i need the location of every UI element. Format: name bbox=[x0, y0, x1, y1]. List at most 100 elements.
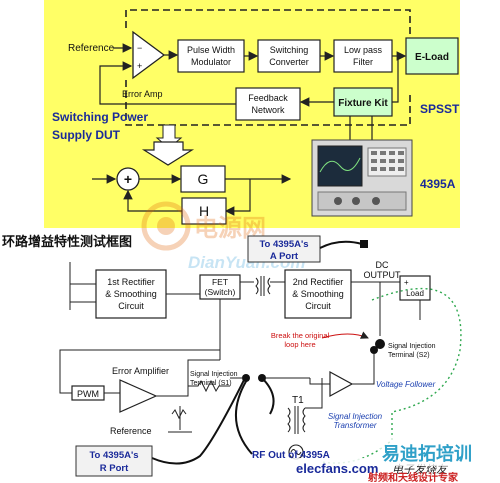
eload-label: E-Load bbox=[415, 52, 449, 63]
load-label: Load bbox=[406, 289, 424, 298]
switching-line1: Switching bbox=[270, 45, 309, 55]
rect1-line3: Circuit bbox=[118, 301, 144, 311]
reference-label-bottom: Reference bbox=[110, 426, 152, 436]
a-port-cable bbox=[319, 240, 363, 249]
pwm-block bbox=[177, 39, 245, 73]
cable-r-port bbox=[151, 379, 245, 465]
rect1-block bbox=[95, 269, 167, 319]
voltage-follower-label: Voltage Follower bbox=[376, 380, 436, 389]
feedback-to-amp bbox=[99, 61, 236, 105]
dc-label: DC bbox=[376, 260, 389, 270]
a-port-line2: A Port bbox=[270, 251, 299, 262]
transformer-line1: Signal Injection bbox=[328, 412, 383, 421]
fet-block bbox=[199, 274, 241, 300]
pwm-label: PWM bbox=[77, 389, 99, 399]
amp-plus: + bbox=[137, 61, 142, 71]
lowpass-line1: Low pass bbox=[344, 45, 383, 55]
pwm-line2: Modulator bbox=[191, 57, 231, 67]
rect2-line1: 2nd Rectifier bbox=[293, 277, 344, 287]
break-note-line2: loop here bbox=[284, 340, 315, 349]
fet-gate-to-amp bbox=[187, 359, 220, 378]
eload-block bbox=[405, 37, 459, 75]
amp-minus: − bbox=[137, 43, 142, 53]
rect2-block bbox=[284, 269, 352, 319]
lowpass-line2: Filter bbox=[353, 57, 373, 67]
rect1-line2: & Smoothing bbox=[105, 289, 157, 299]
reference-label: Reference bbox=[68, 43, 115, 54]
rect2-line2: & Smoothing bbox=[292, 289, 344, 299]
error-amp-label-bottom: Error Amplifier bbox=[112, 366, 169, 376]
fet-line2: (Switch) bbox=[205, 287, 236, 297]
cable-s1-right bbox=[261, 377, 275, 415]
lowpass-filter-block bbox=[333, 39, 393, 73]
feedback-network-block bbox=[235, 87, 301, 121]
h-label: H bbox=[199, 203, 209, 219]
break-note-line1: Break the original bbox=[271, 331, 330, 340]
error-amp-triangle-bottom bbox=[119, 379, 158, 413]
spsst-label: SPSST bbox=[420, 102, 460, 116]
dut-label-line1: Switching Power bbox=[52, 110, 148, 124]
s2-to-follower bbox=[352, 354, 375, 385]
rf-out-label: RF Out of 4395A bbox=[252, 450, 330, 461]
amp-output bbox=[156, 378, 189, 397]
sine-icon bbox=[290, 449, 302, 455]
output-label: OUTPUT bbox=[364, 270, 402, 280]
network-analyzer-4395a bbox=[311, 139, 413, 217]
pwm-line1: Pulse Width bbox=[187, 45, 235, 55]
green-loop-path bbox=[321, 287, 462, 464]
logo-big-text: 易迪拓培训 bbox=[382, 443, 472, 465]
injection-terminal-s2 bbox=[370, 339, 385, 354]
r-port-line2: R Port bbox=[100, 463, 129, 474]
s2-line1: Signal Injection bbox=[388, 343, 436, 350]
fixture-kit-label: Fixture Kit bbox=[338, 98, 388, 109]
g-label: G bbox=[198, 171, 209, 187]
follower-output bbox=[309, 378, 330, 385]
error-amp-label: Error Amp bbox=[122, 89, 163, 99]
down-arrow-main bbox=[141, 141, 195, 166]
rect1-line1: 1st Rectifier bbox=[107, 277, 155, 287]
feedback-line2: Network bbox=[251, 105, 285, 115]
injection-transformer-icon bbox=[287, 406, 306, 434]
break-note-arrow bbox=[321, 331, 369, 339]
r-port-line1: To 4395A's bbox=[89, 450, 138, 461]
switching-line2: Converter bbox=[269, 57, 309, 67]
h-to-sum bbox=[123, 189, 182, 212]
fet-line1: FET bbox=[212, 277, 228, 287]
logo-elecfans-text: elecfans.com bbox=[296, 461, 378, 476]
analyzer-label: 4395A bbox=[420, 177, 456, 191]
dut-label-line2: Supply DUT bbox=[52, 128, 121, 142]
output-to-fixture bbox=[392, 56, 399, 103]
error-amp-triangle bbox=[132, 30, 166, 80]
pwm-loop-line bbox=[59, 349, 220, 394]
a-port-line1: To 4395A's bbox=[259, 239, 308, 250]
rect2-line3: Circuit bbox=[305, 301, 331, 311]
load-block bbox=[399, 275, 431, 301]
s2-line2: Terminal (S2) bbox=[388, 352, 430, 359]
feedback-line1: Feedback bbox=[248, 93, 288, 103]
summing-plus: + bbox=[124, 171, 132, 187]
t1-label: T1 bbox=[292, 395, 304, 406]
resistor-icon bbox=[188, 379, 230, 393]
a-port-box bbox=[247, 235, 321, 263]
power-transformer-icon bbox=[255, 276, 271, 296]
r-port-box bbox=[75, 445, 153, 477]
dut-boundary-bottom bbox=[125, 80, 411, 126]
output-to-h bbox=[224, 179, 251, 216]
transformer-to-s1 bbox=[305, 378, 323, 409]
load-plus: + bbox=[404, 278, 409, 287]
s1-line1: Signal Injection bbox=[190, 371, 238, 378]
pot-icon bbox=[171, 409, 187, 420]
g-block bbox=[180, 165, 226, 193]
voltage-follower-triangle bbox=[329, 370, 354, 398]
cable-s1-to-rf bbox=[235, 377, 253, 455]
transformer-line2: Transformer bbox=[334, 421, 377, 430]
elecfans-logo: elecfans.com 电子发烧友 bbox=[292, 458, 449, 478]
switching-converter-block bbox=[257, 39, 321, 73]
chinese-title: 环路增益特性测试框图 bbox=[2, 234, 132, 249]
logo-red-text: 射频和天线设计专家 bbox=[367, 471, 459, 483]
logo-cn-text: 电子发烧友 bbox=[392, 463, 449, 476]
s1-line2: Terminal (S1) bbox=[190, 380, 232, 387]
h-block bbox=[181, 197, 227, 225]
edatop-logo: 易迪拓培训 射频和天线设计专家 bbox=[367, 438, 498, 483]
